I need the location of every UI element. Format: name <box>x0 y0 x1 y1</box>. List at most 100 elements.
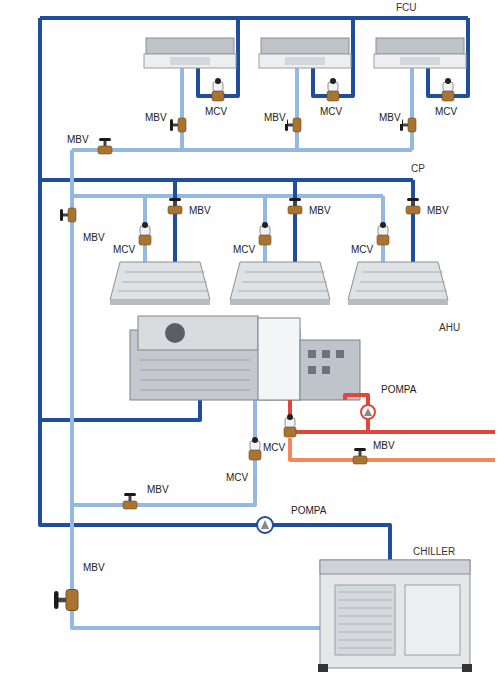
supply-pipes <box>40 18 468 560</box>
ahu-return-pipe <box>72 400 255 505</box>
ceiling-panel-unit-part <box>139 222 151 245</box>
valve-label: MBV <box>263 112 287 124</box>
air-handling-unit-part <box>322 366 330 374</box>
air-handling-unit-part <box>308 350 316 358</box>
valve-label: MBV <box>146 484 170 496</box>
pump-symbol-part <box>361 405 375 419</box>
pump-symbol-part <box>261 520 269 529</box>
air-handling-unit-part <box>322 350 330 358</box>
fan-coil-unit-part <box>285 57 325 65</box>
pump-label: POMPA <box>380 384 417 396</box>
fan-coil-unit <box>144 18 238 150</box>
chiller-unit-part <box>318 664 328 672</box>
ceiling-panel-unit-part <box>356 272 447 291</box>
fan-coil-unit-part <box>400 57 440 65</box>
valve-label: MCV <box>262 442 286 454</box>
air-handling-unit-part <box>258 318 300 400</box>
ceiling-panel-unit <box>110 180 210 305</box>
fan-coil-unit-part <box>144 54 236 68</box>
pump-label: POMPA <box>290 505 327 517</box>
ceiling-panel-unit-part <box>377 222 389 245</box>
ceiling-panel-unit-part <box>110 262 210 300</box>
cp-supply-header <box>40 178 413 182</box>
valve-label: MBV <box>144 112 168 124</box>
valve-label: MCV <box>434 106 458 118</box>
unit-label: CP <box>410 163 426 175</box>
air-handling-unit-part <box>165 323 185 343</box>
pump-symbol <box>257 517 273 533</box>
chiller-unit-part <box>405 585 460 655</box>
air-handling-unit-part <box>308 366 316 374</box>
fan-coil-unit <box>374 18 468 150</box>
return-riser <box>72 150 320 628</box>
fan-coil-unit-part <box>327 78 339 101</box>
ceiling-panel-unit-part <box>118 272 209 291</box>
fan-coil-unit-part <box>170 57 210 65</box>
fan-coil-unit-part <box>261 38 349 54</box>
valve-label: MBV <box>308 205 332 217</box>
hydronic-illustration-part <box>123 493 137 509</box>
unit-label: FCU <box>395 2 418 14</box>
chiller-unit-part <box>338 592 392 648</box>
hot-water-pipes-part <box>290 400 495 432</box>
hydronic-illustration-part <box>249 437 261 460</box>
fan-coil-unit-part <box>374 54 466 68</box>
hydronic-illustration-part <box>284 414 296 437</box>
cp-return-header <box>72 194 383 198</box>
balancing-valve-large-part <box>54 590 78 611</box>
hydronic-illustration-part <box>353 448 367 464</box>
valve-label: MCV <box>204 106 228 118</box>
ceiling-panel-unit-part <box>348 300 448 305</box>
balancing-valve-large <box>54 590 78 611</box>
ceiling-panel-unit-part <box>411 180 415 262</box>
valve-label: MCV <box>232 244 256 256</box>
chiller-unit-part <box>462 664 472 672</box>
ceiling-panel-unit-part <box>238 272 329 291</box>
fan-coil-unit-part <box>295 68 299 150</box>
fan-coil-unit-part <box>212 78 224 101</box>
valve-label: MBV <box>372 440 396 452</box>
ceiling-panel-unit-part <box>230 262 330 300</box>
valve-label: MCV <box>350 244 374 256</box>
valve-label: MBV <box>378 112 402 124</box>
ceiling-panel-unit-part <box>288 198 302 214</box>
valve-label: MCV <box>319 106 343 118</box>
air-handling-unit-part <box>336 350 344 358</box>
ceiling-panel-unit-part <box>259 222 271 245</box>
hot-water-pipes <box>290 395 495 460</box>
valve-label: MCV <box>112 244 136 256</box>
pump-symbol <box>361 405 375 419</box>
fan-coil-unit-part <box>146 38 234 54</box>
fan-coil-unit-part <box>442 78 454 101</box>
ahu-supply-pipe <box>40 400 200 420</box>
fan-coil-unit <box>259 18 353 150</box>
hydronic-illustration-part <box>60 208 76 222</box>
hydronic-illustration-part <box>98 138 112 154</box>
valve-label: MBV <box>426 205 450 217</box>
valve-label: MBV <box>66 134 90 146</box>
ceiling-panel-unit-part <box>168 198 182 214</box>
fan-coil-unit-part <box>259 54 351 68</box>
chiller-unit-part <box>320 560 470 574</box>
pump-symbol-part <box>257 517 273 533</box>
ceiling-panel-unit-part <box>406 198 420 214</box>
hot-water-pipes-part <box>290 438 495 460</box>
valve-label: MBV <box>82 562 106 574</box>
chiller-unit-part <box>335 585 395 655</box>
fan-coil-unit-part <box>180 68 184 150</box>
ceiling-panel-unit-part <box>293 180 297 262</box>
fan-coil-unit-part <box>400 118 416 132</box>
fan-coil-unit-part <box>285 118 301 132</box>
air-handling-unit-part <box>138 316 258 350</box>
valve-label: MBV <box>82 232 106 244</box>
supply-riser <box>40 18 390 560</box>
fcu-supply-header <box>40 16 468 20</box>
ceiling-panel-unit-part <box>110 300 210 305</box>
pump-symbol-part <box>364 408 372 416</box>
valve-label: MCV <box>225 472 249 484</box>
air-handling-unit-part <box>300 340 360 400</box>
valve-label: MBV <box>188 205 212 217</box>
fcu-return-header <box>72 148 412 152</box>
